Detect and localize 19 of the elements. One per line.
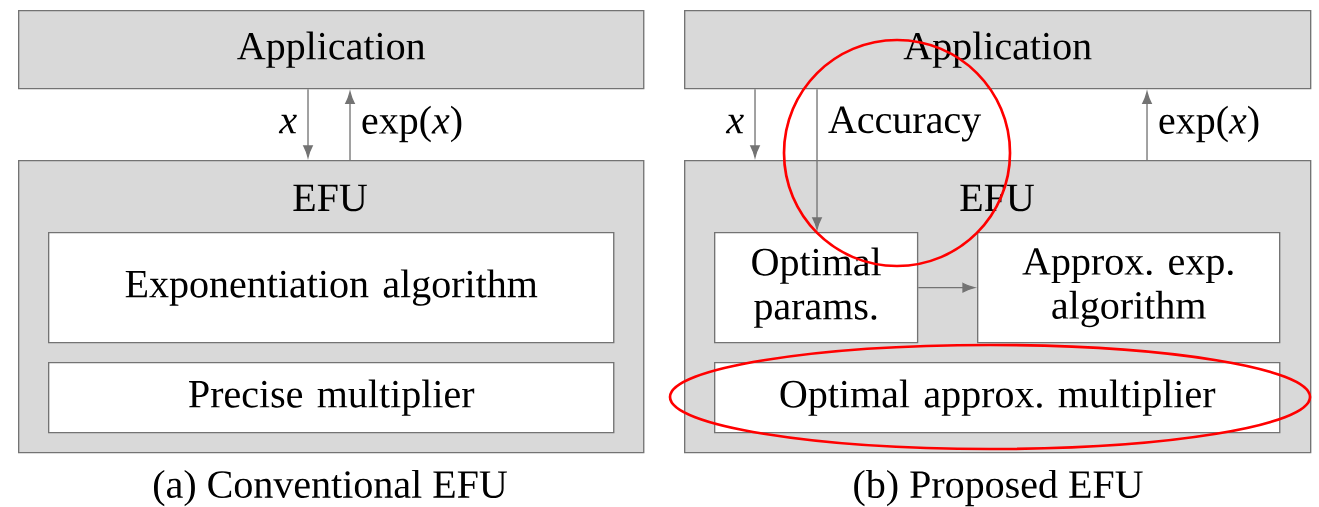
arrow — [303, 88, 313, 158]
arrow — [917, 282, 975, 293]
arrow — [345, 91, 355, 161]
arrow — [812, 88, 822, 230]
edge-label: Accuracy — [828, 106, 982, 142]
caption: (b) Proposed EFU — [854, 469, 1143, 507]
module-box: Optimal approx. multiplier — [714, 362, 1281, 434]
edge-label: x — [278, 114, 297, 134]
application-box: Application — [18, 10, 645, 90]
module-box: Exponentiation algorithm — [48, 232, 615, 344]
caption: (a) Conventional EFU — [154, 469, 507, 507]
edge-label: exp(x) — [362, 105, 462, 143]
edge-label: x — [725, 114, 744, 134]
arrow — [1142, 91, 1152, 161]
arrow — [750, 88, 760, 158]
module-box: Precise multiplier — [48, 362, 615, 434]
module-box: Approx. exp. algorithm — [977, 232, 1281, 344]
module-box: Optimal params. — [714, 232, 919, 344]
edge-label: exp(x) — [1159, 105, 1259, 143]
